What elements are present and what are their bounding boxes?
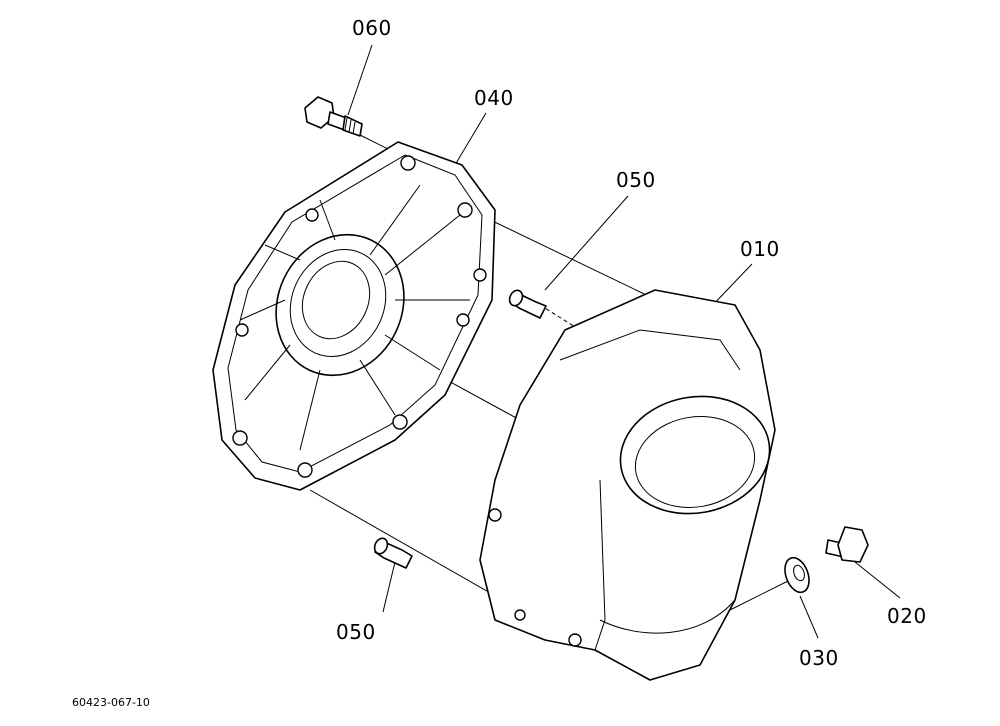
cover-040[interactable] xyxy=(212,141,496,491)
callout-020: 020 xyxy=(887,604,927,628)
washer-030[interactable] xyxy=(781,554,814,595)
callout-050-bottom: 050 xyxy=(336,620,376,644)
callout-030: 030 xyxy=(799,646,839,670)
bolt-060[interactable] xyxy=(304,96,363,137)
callout-050-top: 050 xyxy=(616,168,656,192)
dowel-pin-050-bottom[interactable] xyxy=(372,536,413,569)
drawing-reference-number: 60423-067-10 xyxy=(72,696,150,709)
dowel-pin-050-top[interactable] xyxy=(507,288,547,319)
housing-010[interactable] xyxy=(479,289,779,681)
callout-060: 060 xyxy=(352,16,392,40)
bolt-020[interactable] xyxy=(825,526,869,563)
callout-040: 040 xyxy=(474,86,514,110)
callout-010: 010 xyxy=(740,237,780,261)
